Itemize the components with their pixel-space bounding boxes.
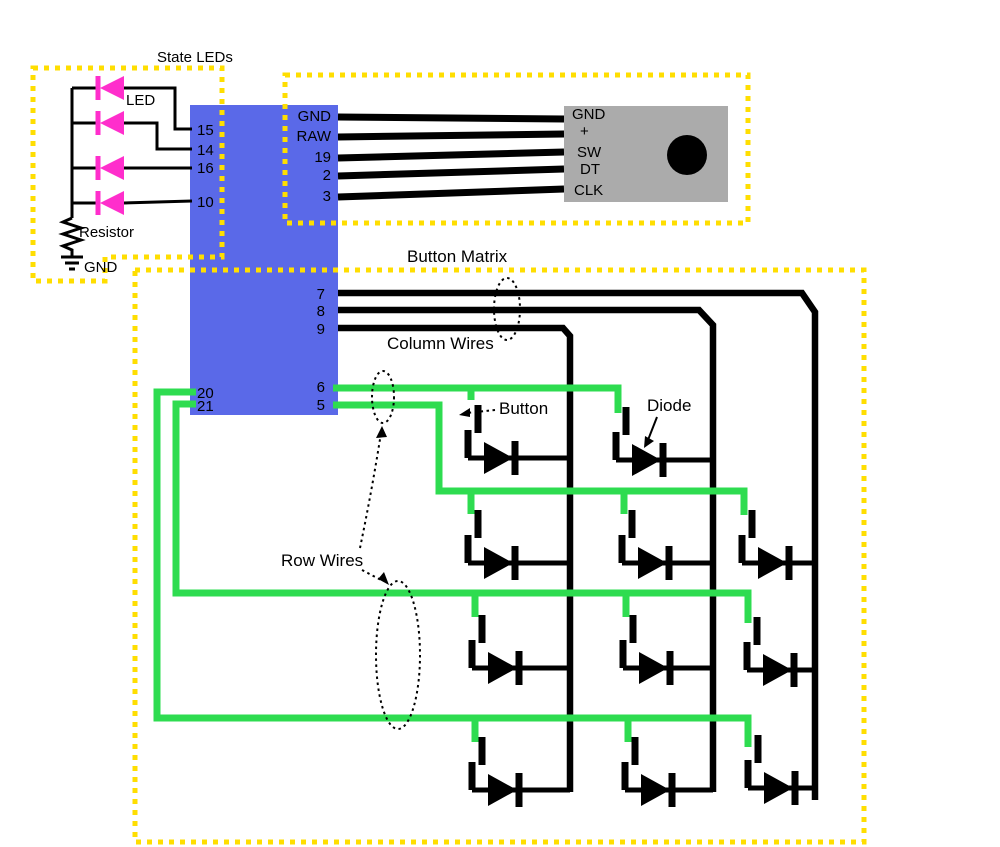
button-diode-cell	[618, 510, 713, 580]
pin-6: 6	[317, 379, 325, 396]
row-wires-arrow-down	[361, 569, 382, 581]
diode-symbol	[484, 442, 513, 474]
pin-21: 21	[197, 398, 214, 415]
button-diode-cell	[743, 617, 815, 687]
pin-15: 15	[197, 122, 214, 139]
button-diode-cell	[738, 510, 815, 580]
encoder-pin-gnd: GND	[572, 106, 606, 123]
resistor-icon	[58, 216, 86, 257]
state-leds-border	[30, 65, 225, 284]
rotary-encoder-section: GND + SW DT CLK	[282, 72, 751, 226]
pin-5: 5	[317, 397, 325, 414]
pin-2: 2	[323, 167, 331, 184]
button-diode-cell	[468, 615, 570, 685]
row-wire-pin6	[333, 384, 622, 413]
arrowhead-icon	[459, 408, 470, 417]
gnd-label: GND	[84, 259, 118, 276]
diode-arrow	[647, 416, 658, 441]
led-wires	[70, 86, 193, 218]
pin-19: 19	[314, 149, 331, 166]
row-wires-upper-ellipse	[371, 370, 395, 424]
button-matrix-label: Button Matrix	[407, 247, 508, 266]
column-wire-pin7	[338, 289, 819, 800]
pin-gnd: GND	[298, 108, 332, 125]
pin-16: 16	[197, 160, 214, 177]
encoder-pin-dt: DT	[580, 161, 600, 178]
column-wire-pin9	[338, 324, 574, 792]
diode-symbol	[764, 772, 793, 804]
diode-symbol	[632, 444, 661, 476]
diode-label: Diode	[647, 396, 691, 415]
resistor-label: Resistor	[79, 224, 134, 241]
pin-7: 7	[317, 286, 325, 303]
diode-symbol	[639, 652, 668, 684]
encoder-pin-sw: SW	[577, 144, 602, 161]
row-wire-pin21	[172, 400, 752, 623]
mcu-board	[190, 105, 338, 415]
pin-20: 20	[197, 385, 214, 402]
mcu-pin-labels: 15 14 16 10 20 21 GND RAW 19 2 3 7 8 9 6…	[197, 108, 332, 415]
pin-raw: RAW	[297, 128, 332, 145]
encoder-wires	[337, 113, 565, 201]
column-wire-pin8	[338, 306, 717, 792]
pin-14: 14	[197, 142, 214, 159]
pin-10: 10	[197, 194, 214, 211]
button-diode-cell	[619, 615, 713, 685]
diode-symbol	[488, 774, 517, 806]
arrowhead-icon	[376, 426, 387, 438]
encoder-border	[282, 72, 751, 226]
button-matrix-border	[132, 267, 867, 845]
led-icon	[95, 156, 124, 180]
button-diode-cell	[612, 407, 713, 477]
mcu-body	[190, 105, 338, 415]
row-wires-arrow-up	[359, 432, 382, 549]
button-diode-cell	[468, 737, 570, 807]
row-wire-pin5	[333, 401, 748, 515]
matrix-cells	[464, 405, 815, 807]
button-diode-cell	[621, 737, 713, 807]
ground-icon	[61, 255, 83, 271]
pin-8: 8	[317, 303, 325, 320]
button-diode-cell	[464, 405, 570, 475]
annotations	[359, 277, 658, 730]
diode-symbol	[763, 654, 792, 686]
row-wire-pin20	[153, 388, 752, 747]
button-arrow	[465, 409, 496, 414]
button-diode-cell	[464, 510, 570, 580]
diode-symbol	[758, 547, 787, 579]
row-wires-label: Row Wires	[281, 551, 363, 570]
encoder-pin-plus: +	[580, 123, 589, 140]
button-diode-cell	[744, 735, 815, 805]
encoder-pin-clk: CLK	[574, 182, 603, 199]
row-wires	[153, 384, 752, 747]
diode-symbol	[484, 547, 513, 579]
encoder-knob	[667, 135, 707, 175]
state-leds-section: State LEDs LED Resistor GND	[30, 49, 233, 284]
button-label: Button	[499, 399, 548, 418]
column-wires-ellipse	[493, 277, 521, 341]
pin-3: 3	[323, 188, 331, 205]
led-label: LED	[126, 92, 155, 109]
button-matrix-section: Button Matrix Column Wires Row Wires But…	[132, 247, 867, 845]
led-icon	[95, 191, 124, 215]
led-symbols	[95, 76, 124, 215]
pin-9: 9	[317, 321, 325, 338]
state-leds-label: State LEDs	[157, 49, 233, 66]
diode-symbol	[641, 774, 670, 806]
column-wires-label: Column Wires	[387, 334, 494, 353]
diode-symbol	[638, 547, 667, 579]
diode-symbol	[488, 652, 517, 684]
led-icon	[95, 76, 124, 100]
led-icon	[95, 111, 124, 135]
row-wires-lower-ellipse	[375, 580, 421, 730]
arrowhead-icon	[644, 436, 654, 448]
arrowhead-icon	[378, 572, 389, 585]
